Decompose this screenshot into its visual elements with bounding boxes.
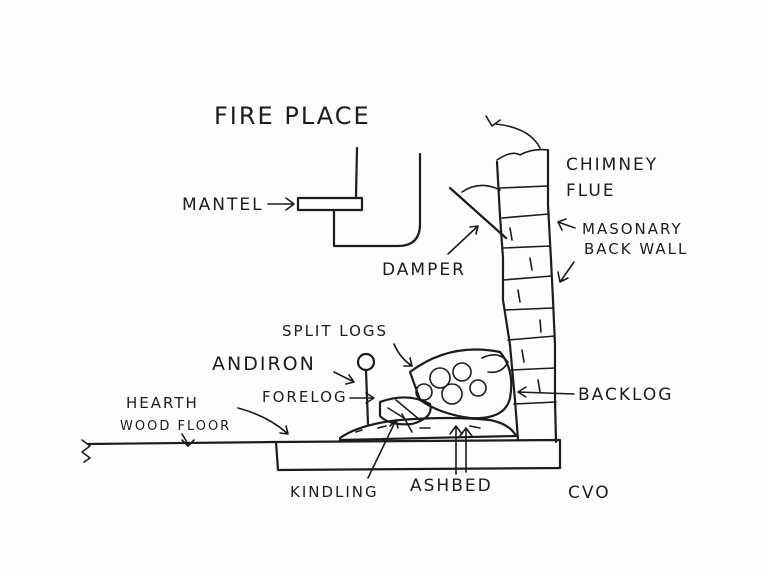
- wood-floor-arrow: [181, 433, 195, 447]
- damper-plate: [448, 184, 508, 240]
- flue-label: FLUE: [566, 181, 616, 201]
- andiron-arrow: [333, 371, 355, 385]
- mantel-drawing: [296, 146, 422, 248]
- ashbed-arrows: [449, 425, 473, 475]
- chimney-label: CHIMNEY: [566, 155, 658, 175]
- forelog-label: FORELOG: [262, 388, 348, 406]
- split-logs-arrow: [393, 343, 413, 367]
- forelog-arrow: [349, 392, 375, 404]
- kindling-label: KINDLING: [290, 483, 379, 501]
- hearth-base: [274, 438, 562, 472]
- split-logs-label: SPLIT LOGS: [282, 322, 388, 340]
- mantel-label: MANTEL: [182, 195, 264, 215]
- ashbed: [338, 416, 518, 442]
- chimney-column: [495, 148, 558, 444]
- diagram-title: FIRE PLACE: [214, 102, 371, 130]
- smoke-arrow: [485, 115, 541, 149]
- wood-floor-line: [81, 439, 278, 463]
- hearth-label: HEARTH: [126, 394, 199, 412]
- damper-arrow: [447, 225, 479, 255]
- backlog-label: BACKLOG: [578, 385, 673, 405]
- signature: CVO: [568, 483, 611, 503]
- log-pile: [378, 348, 513, 433]
- kindling-arrow: [367, 419, 399, 479]
- mantel-arrow: [267, 197, 295, 211]
- andiron-label: ANDIRON: [212, 353, 316, 375]
- backlog-arrow: [517, 386, 575, 398]
- masonary-label: MASONARY: [582, 220, 683, 238]
- masonary-arrows: [557, 218, 576, 283]
- hearth-arrow: [237, 407, 289, 435]
- andiron-drawing: [356, 352, 376, 426]
- wood-floor-label: WOOD FLOOR: [120, 419, 231, 434]
- ashbed-label: ASHBED: [410, 476, 493, 496]
- damper-label: DAMPER: [382, 260, 466, 280]
- back-wall-label: BACK WALL: [584, 240, 688, 258]
